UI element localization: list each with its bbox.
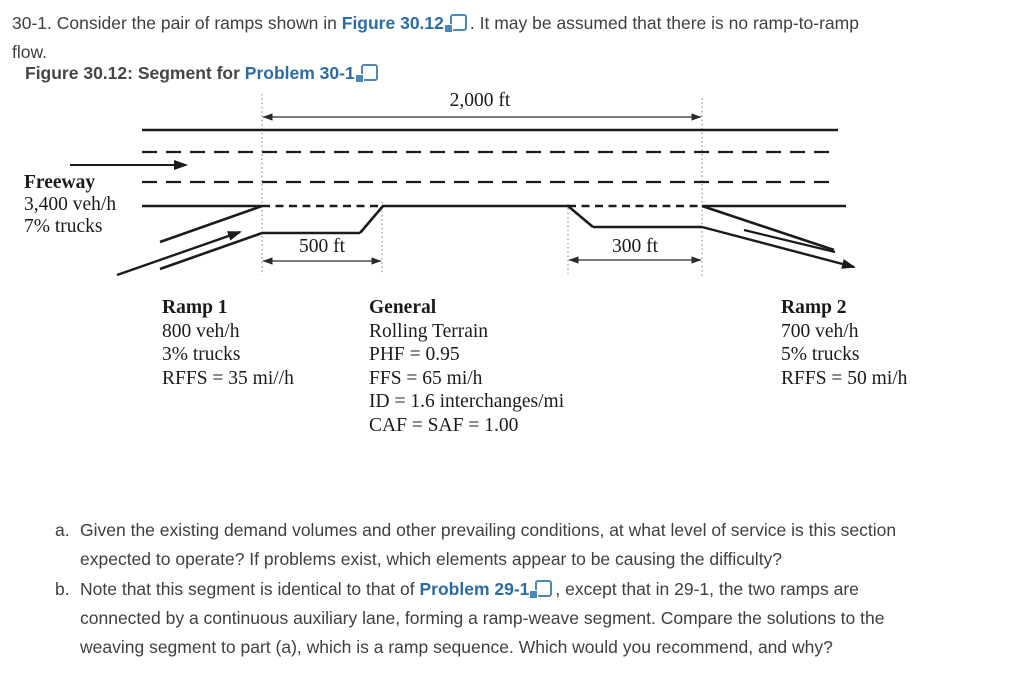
ramp2-off-ramp (567, 204, 856, 269)
freeway-mainline (70, 128, 846, 208)
ramp1-direction-arrow (116, 230, 242, 277)
dim-label-2000ft: 2,000 ft (449, 90, 511, 111)
question-b: b. Note that this segment is identical to… (55, 575, 1013, 662)
general-data-block: General Rolling Terrain PHF = 0.95 FFS =… (369, 296, 564, 437)
question-b-prefix: Note that this segment is identical to t… (80, 579, 420, 599)
ramp2-volume: 700 veh/h (781, 320, 859, 342)
diagram-canvas (70, 94, 856, 277)
ramp2-middle-line (743, 228, 836, 254)
figure-caption: Figure 30.12: Segment for Problem 30-1 (25, 61, 381, 85)
general-phf: PHF = 0.95 (369, 344, 460, 365)
general-terrain: Rolling Terrain (369, 320, 489, 342)
ramp2-data-block: Ramp 2 700 veh/h 5% trucks RFFS = 50 mi/… (781, 296, 907, 390)
problem-statement: 30-1. Consider the pair of ramps shown i… (12, 9, 1017, 66)
general-title: General (369, 297, 437, 318)
ramp1-volume: 800 veh/h (162, 320, 240, 342)
ramp1-trucks: 3% trucks (162, 344, 241, 365)
construction-guides (261, 94, 703, 277)
question-b-text: Note that this segment is identical to t… (80, 575, 1010, 662)
figure-30-12-link[interactable]: Figure 30.12 (341, 13, 444, 33)
freeway-volume: 3,400 veh/h (24, 194, 117, 215)
popout-icon[interactable] (530, 580, 553, 598)
popout-icon[interactable] (444, 14, 467, 32)
ramp1-title: Ramp 1 (162, 297, 228, 318)
ramp2-title: Ramp 2 (781, 297, 847, 318)
question-a-marker: a. (55, 520, 70, 540)
ramp1-data-block: Ramp 1 800 veh/h 3% trucks RFFS = 35 mi/… (162, 296, 294, 390)
problem-29-1-link[interactable]: Problem 29-1 (419, 579, 530, 599)
general-caf: CAF = SAF = 1.00 (369, 414, 519, 436)
ramp1-rffs: RFFS = 35 mi//h (162, 367, 294, 389)
question-a-text: Given the existing demand volumes and ot… (80, 520, 897, 569)
ramp1-on-ramp (116, 204, 384, 277)
ramp2-direction-arrow (701, 225, 856, 269)
problem-intro-prefix: 30-1. Consider the pair of ramps shown i… (12, 13, 342, 33)
freeway-title: Freeway (24, 172, 96, 193)
ramp1-lower-edge (159, 231, 263, 271)
question-b-suffix: , except that in 29-1, the two ramps are… (80, 579, 885, 657)
freeway-label-block: Freeway 3,400 veh/h 7% trucks (24, 172, 116, 238)
problem-30-1-link[interactable]: Problem 30-1 (244, 63, 355, 83)
figure-caption-text: Figure 30.12: Segment for (25, 63, 245, 83)
question-a: a. Given the existing demand volumes and … (55, 516, 1013, 574)
question-b-marker: b. (55, 579, 70, 599)
figure-30-12-diagram: 2,000 ft 500 ft 300 ft Freeway 3,400 veh… (0, 85, 1024, 465)
dim-label-300ft: 300 ft (611, 236, 659, 257)
ramp2-trucks: 5% trucks (781, 344, 860, 365)
ramp1-upper-edge (159, 204, 263, 244)
general-id: ID = 1.6 interchanges/mi (369, 391, 565, 412)
general-ffs: FFS = 65 mi/h (369, 367, 483, 389)
problem-intro-suffix: . It may be assumed that there is no ram… (12, 13, 859, 62)
ramp2-rffs: RFFS = 50 mi/h (781, 367, 908, 389)
dim-label-500ft: 500 ft (298, 236, 346, 257)
decel-lane-taper (567, 205, 594, 228)
ramp2-upper-edge (701, 204, 835, 252)
dimension-lines (262, 113, 702, 265)
freeway-trucks: 7% trucks (24, 216, 103, 237)
popout-icon[interactable] (355, 64, 378, 82)
accel-lane-taper (359, 205, 384, 234)
